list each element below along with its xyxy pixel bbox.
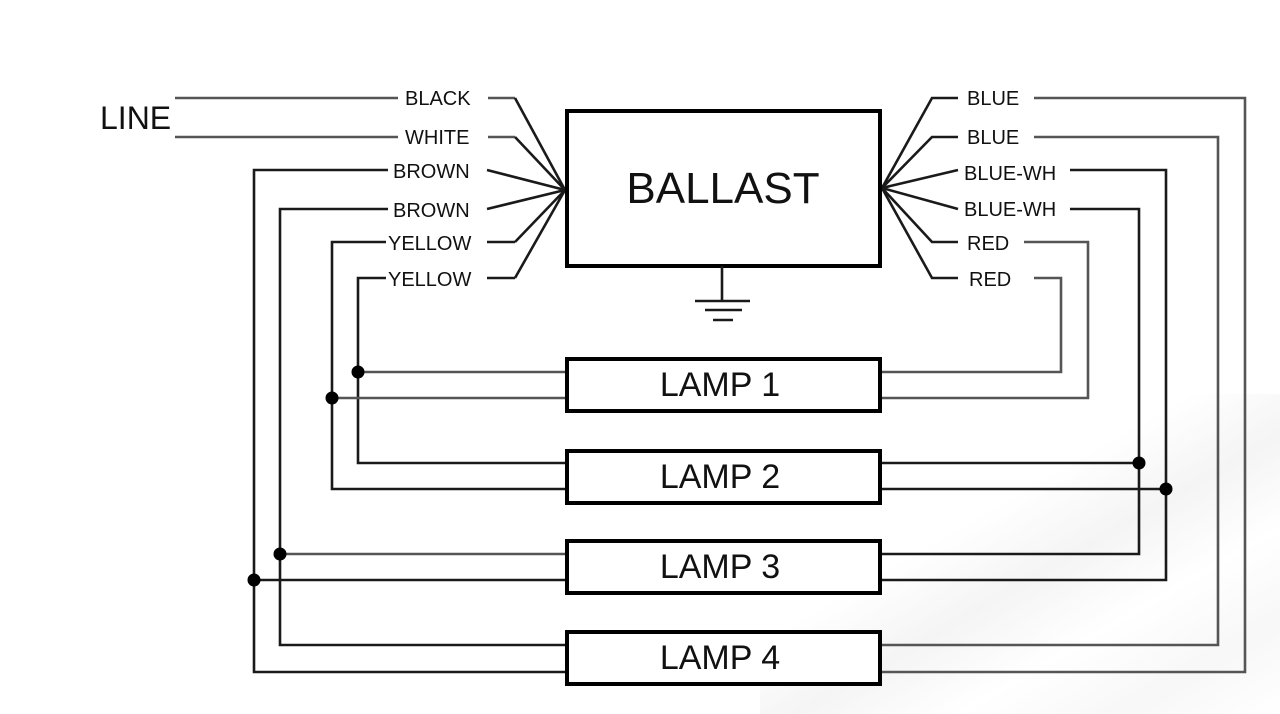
fan-red-1 [881,187,958,244]
lamp-3-label: LAMP 3 [660,548,780,586]
wire-brown-1-route [252,168,567,674]
wire-red-2-route [880,276,1063,374]
fan-bluewh-1 [881,168,959,190]
junction-dot [273,547,287,561]
lamp-1-box [565,357,882,413]
wire-label-brown-1: BROWN [393,161,470,183]
lamp-4-label: LAMP 4 [660,639,780,677]
wire-label-bluewh-2: BLUE-WH [964,199,1056,221]
fan-yellow-2 [487,189,567,280]
fan-brown-1 [486,168,566,192]
wire-label-brown-2: BROWN [393,200,470,222]
wire-label-white: WHITE [405,127,469,149]
wire-yellow-1-route [330,240,567,491]
lamp-4-box [565,630,882,686]
wire-label-red-1: RED [967,233,1009,255]
wire-label-blue-1: BLUE [967,88,1019,110]
junction-dot [247,573,261,587]
wire-label-yellow-2: YELLOW [388,269,471,291]
wire-bluewh-2-route [880,207,1141,556]
junction-dot [325,391,339,405]
lamp-4: LAMP 4 [565,630,882,686]
fan-yellow-1 [487,189,566,244]
line-label: LINE [100,100,171,136]
junction-dot [351,365,365,379]
lamp-2-box [565,449,882,505]
lamp-3-box [565,539,882,595]
wire-red-1-route [880,240,1090,400]
fan-brown-2 [486,188,566,211]
wire-label-bluewh-1: BLUE-WH [964,163,1056,185]
wire-label-blue-2: BLUE [967,127,1019,149]
fan-white-diag [514,136,566,191]
lamp-2-label: LAMP 2 [660,458,780,496]
fan-red-2 [880,187,958,280]
wire-bluewh-1-route [880,168,1168,582]
lamp-3: LAMP 3 [565,539,882,595]
wire-label-black: BLACK [405,88,471,110]
wire-yellow-2-route [356,276,567,465]
fan-bluewh-2 [881,186,959,211]
fan-blue-2 [881,135,958,189]
junction-dot [1159,482,1173,496]
wire-label-yellow-1: YELLOW [388,233,471,255]
ground-icon [695,266,750,322]
lamp-1: LAMP 1 [565,357,882,413]
lamp-1-label: LAMP 1 [660,366,780,404]
ballast-label: BALLAST [626,164,819,213]
junction-dot [1132,456,1146,470]
fan-blue-1 [880,96,958,189]
wire-blue-2-route [880,135,1220,647]
wire-blue-1-route [880,96,1247,674]
wire-brown-2-route [278,207,567,647]
lamp-2: LAMP 2 [565,449,882,505]
ballast-box [565,109,882,268]
wire-label-red-2: RED [969,269,1011,291]
fan-black-diag [513,97,567,191]
